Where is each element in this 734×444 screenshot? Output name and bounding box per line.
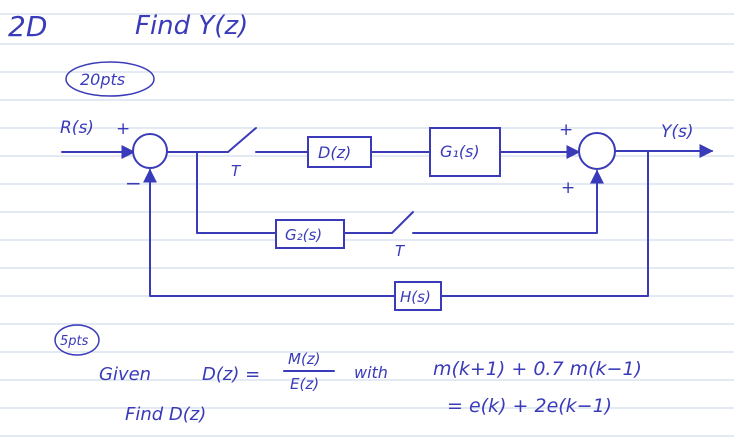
summing-junction-2 [578, 132, 616, 170]
block-d-label: D(z) [318, 143, 351, 162]
sum1-minus-sign: − [125, 171, 142, 195]
sampler-2-switch [391, 211, 414, 234]
output-label: Y(s) [661, 122, 694, 142]
points-main: 20pts [80, 70, 125, 89]
wire-h-to-sum1 [143, 168, 396, 297]
fraction-numerator: M(z) [288, 350, 321, 368]
points-b: 5pts [60, 334, 89, 349]
fraction-denominator: E(z) [290, 375, 319, 393]
sampler-2-label: T [395, 242, 406, 260]
block-g1 [429, 127, 501, 177]
sum1-plus-sign: + [116, 119, 130, 139]
input-label: R(s) [60, 118, 94, 138]
sum2-plus-bottom: + [561, 178, 575, 198]
sampler-1-label: T [231, 162, 242, 180]
summing-junction-1 [132, 133, 168, 169]
block-g1-label: G₁(s) [440, 142, 480, 161]
with-word: with [354, 363, 388, 382]
given-word: Given [99, 364, 151, 385]
problem-number: 2D [8, 10, 47, 43]
sum2-plus-top: + [559, 120, 573, 140]
points-b-circle [54, 324, 100, 356]
d-equation-lhs: D(z) = [202, 364, 260, 385]
block-g2-label: G₂(s) [285, 226, 322, 244]
wire-branch-to-g2 [196, 151, 277, 234]
sampler-1-switch [227, 127, 257, 153]
find-d-text: Find D(z) [125, 404, 206, 425]
block-h-label: H(s) [400, 288, 431, 306]
task-text: Find Y(z) [135, 11, 248, 41]
wire-output-to-h [440, 150, 649, 297]
points-circle [65, 61, 155, 97]
wire-sampler2-to-sum2 [412, 169, 604, 234]
difference-eq-line-1: m(k+1) + 0.7 m(k−1) [433, 358, 642, 380]
block-d [307, 136, 372, 168]
difference-eq-line-2: = e(k) + 2e(k−1) [447, 395, 612, 417]
